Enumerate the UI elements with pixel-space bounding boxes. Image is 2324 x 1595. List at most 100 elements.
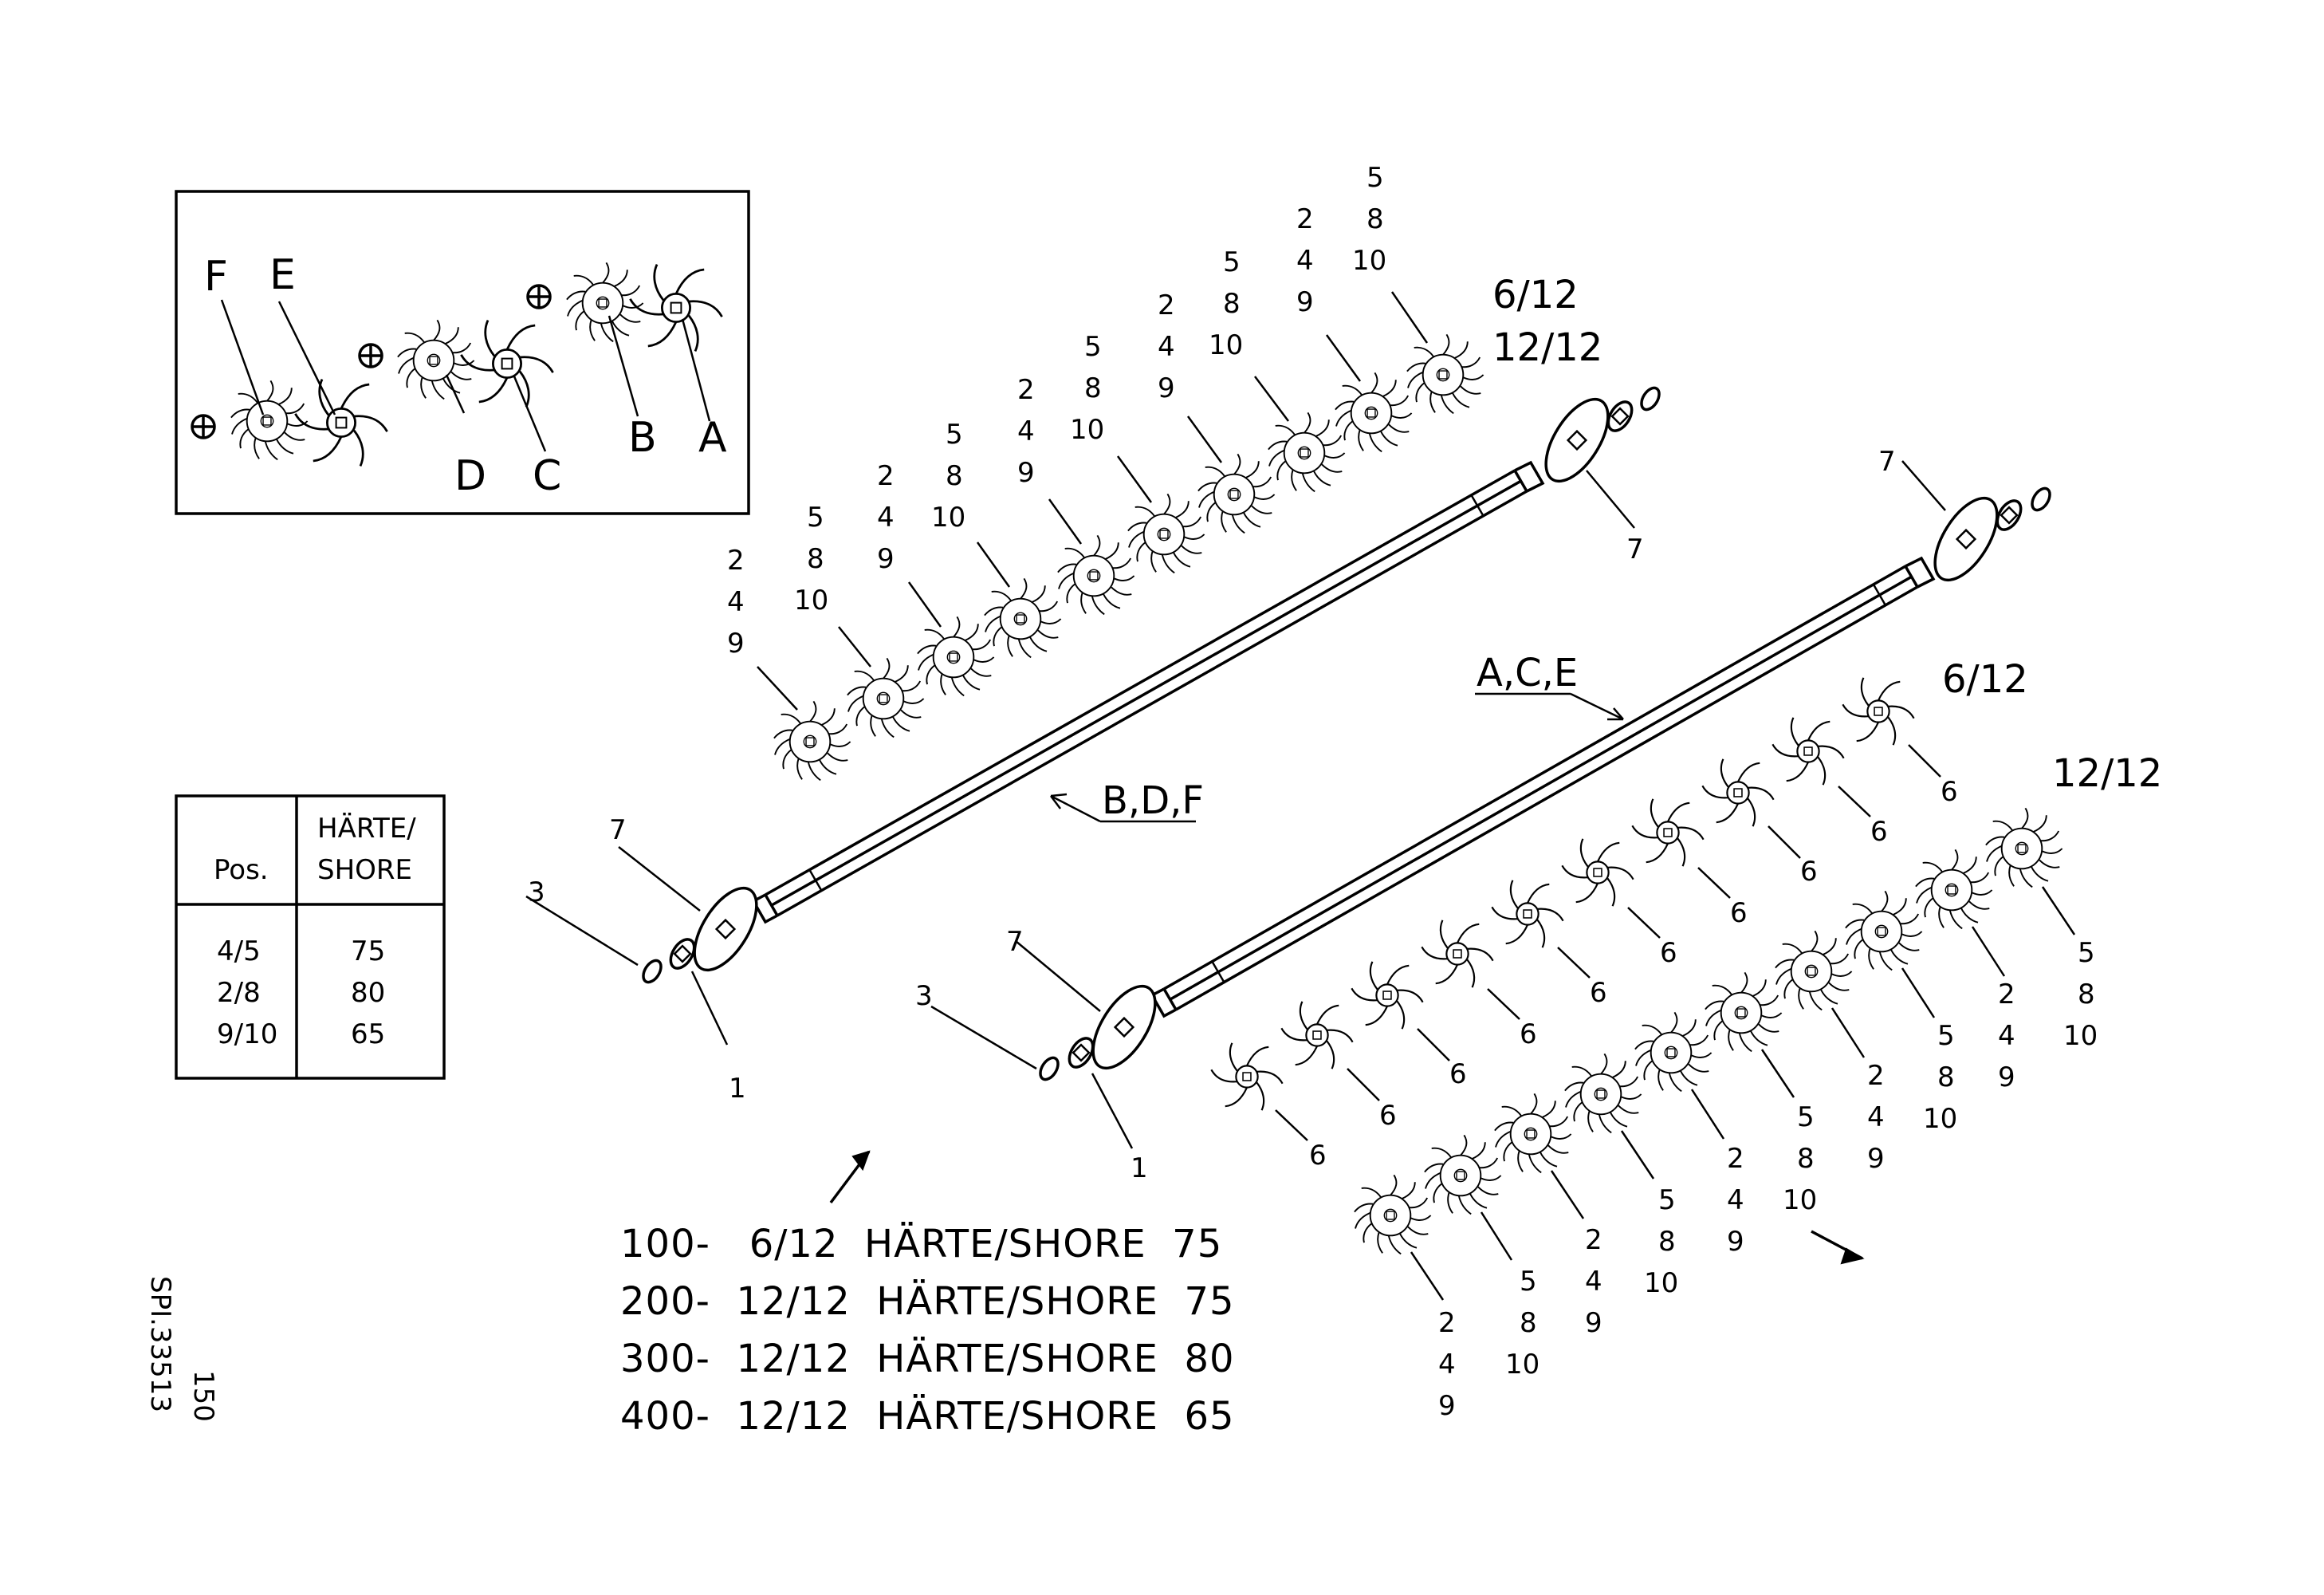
table-header-pos: Pos.: [214, 854, 269, 886]
part-number: 8: [1658, 1226, 1676, 1258]
part-number: 6: [1800, 856, 1818, 888]
part-number: 6: [1590, 977, 1607, 1009]
part-number: 9: [1585, 1307, 1602, 1339]
upper-fraction-12-12: 12/12: [1492, 325, 1602, 370]
part-number-ring: 3: [915, 980, 933, 1012]
rotor-star: [1634, 1011, 1713, 1093]
table-row-value: 80: [351, 977, 385, 1009]
inset-label-c: C: [533, 452, 561, 500]
rotor-star: [983, 577, 1062, 659]
part-number: 10: [1783, 1184, 1817, 1216]
part-number: 5: [807, 502, 824, 534]
upper-shaft-label: B,D,F: [1102, 778, 1204, 823]
part-number: 5: [1658, 1184, 1676, 1216]
part-number: 9: [1017, 457, 1035, 489]
rotor-star-small: [1421, 919, 1494, 989]
part-number: 8: [1223, 288, 1241, 320]
part-number: 4: [877, 502, 895, 534]
part-number: 10: [1352, 245, 1386, 277]
part-number: 2: [1438, 1307, 1456, 1339]
inset-detail: F E D C B A: [175, 190, 750, 515]
rotor-star-small: [1561, 837, 1634, 908]
part-number: 6: [1309, 1140, 1327, 1172]
inset-label-a: A: [698, 414, 727, 462]
part-number: 5: [1520, 1266, 1537, 1298]
part-number-disc: 7: [609, 814, 627, 846]
end-disc: [1079, 975, 1170, 1080]
part-number: 2: [1158, 289, 1175, 321]
rotor-star: [1563, 1053, 1642, 1134]
rotor-star-small: [1701, 758, 1775, 828]
inset-label-f: F: [204, 253, 228, 301]
lower-shaft-assembly: 6 6 6 6 6 6 6 6 6 6 2 4 9 5 8 10 2 4 9 5…: [915, 446, 2162, 1422]
table-row-pos: 9/10: [217, 1018, 277, 1050]
end-washer: [664, 933, 701, 975]
part-number: 8: [1797, 1143, 1815, 1175]
rotor-star: [1423, 1134, 1502, 1215]
note-line: 400- 12/12 HÄRTE/SHORE 65: [620, 1394, 1235, 1439]
part-number: 4: [1158, 331, 1175, 363]
end-disc: [1532, 388, 1622, 493]
rotor-star: [1127, 493, 1205, 574]
part-number-ring: 3: [528, 876, 545, 908]
part-number: 5: [1223, 246, 1241, 278]
rotor-star-small: [1631, 798, 1705, 868]
rotor-star-small: [1842, 676, 1915, 746]
part-number: 2: [1998, 979, 2015, 1010]
part-number: 9: [877, 543, 895, 575]
part-number: 4: [1017, 415, 1035, 447]
part-number: 4: [1585, 1266, 1602, 1298]
rotor-star: [1056, 534, 1135, 616]
rotor-star: [1984, 807, 2063, 888]
part-number: 6: [1379, 1100, 1397, 1132]
inset-frame: [175, 190, 750, 515]
end-disc: [1921, 486, 2011, 592]
part-number: 8: [946, 460, 963, 492]
part-number-disc: 7: [1626, 534, 1644, 565]
hardness-table: Pos. HÄRTE/ SHORE 4/5 75 2/8 80 9/10 65: [175, 794, 446, 1080]
part-number: 5: [2078, 937, 2095, 969]
part-number: 5: [1937, 1020, 1955, 1052]
part-number: 9: [727, 628, 745, 660]
part-number: 2: [1296, 203, 1314, 235]
part-number: 9: [1158, 372, 1175, 404]
rotor-star: [1334, 372, 1413, 453]
part-number: 10: [1070, 414, 1104, 446]
upper-labels: 2 4 9 5 8 10 2 4 9 5 8 10 2 4 9 5 8 10 2…: [528, 162, 1644, 1105]
table-row-pos: 4/5: [217, 935, 261, 967]
rotor-star: [1914, 849, 1993, 930]
lower-shaft-label: A,C,E: [1477, 651, 1578, 695]
end-ring: [1035, 1053, 1064, 1085]
part-number: 10: [1505, 1349, 1540, 1380]
rotor-star: [773, 700, 851, 782]
part-number: 10: [794, 585, 828, 616]
table-header-hardness: HÄRTE/: [317, 813, 416, 845]
table-row-value: 65: [351, 1018, 385, 1050]
part-number: 2: [1727, 1143, 1744, 1175]
inset-star-a: [629, 263, 723, 352]
part-number: 9: [1998, 1061, 2015, 1093]
drawing-number: SPI.33513: [144, 1276, 176, 1412]
part-number: 9: [1867, 1143, 1885, 1175]
end-ring: [1636, 383, 1665, 415]
part-number: 10: [931, 502, 965, 534]
rotor-star-small: [1491, 879, 1564, 949]
rotor-star: [1774, 930, 1853, 1011]
table-header-shore: SHORE: [317, 854, 412, 886]
part-number: 2: [877, 460, 895, 492]
note-line: 100- 6/12 HÄRTE/SHORE 75: [620, 1222, 1222, 1266]
part-number: 8: [2078, 979, 2095, 1010]
note-line: 300- 12/12 HÄRTE/SHORE 80: [620, 1337, 1235, 1381]
part-number: 4: [1998, 1020, 2015, 1052]
end-ring: [638, 955, 667, 987]
part-number: 5: [1084, 331, 1102, 363]
lower-fraction-12-12: 12/12: [2052, 751, 2162, 796]
part-number: 8: [1084, 372, 1102, 404]
part-number: 6: [1449, 1058, 1467, 1090]
part-number: 6: [1730, 897, 1748, 929]
rotor-star-small: [1351, 960, 1424, 1030]
upper-shaft-assembly: 2 4 9 5 8 10 2 4 9 5 8 10 2 4 9 5 8 10 2…: [525, 162, 1665, 1105]
part-number: 6: [1660, 937, 1677, 969]
part-number: 10: [1209, 329, 1243, 361]
